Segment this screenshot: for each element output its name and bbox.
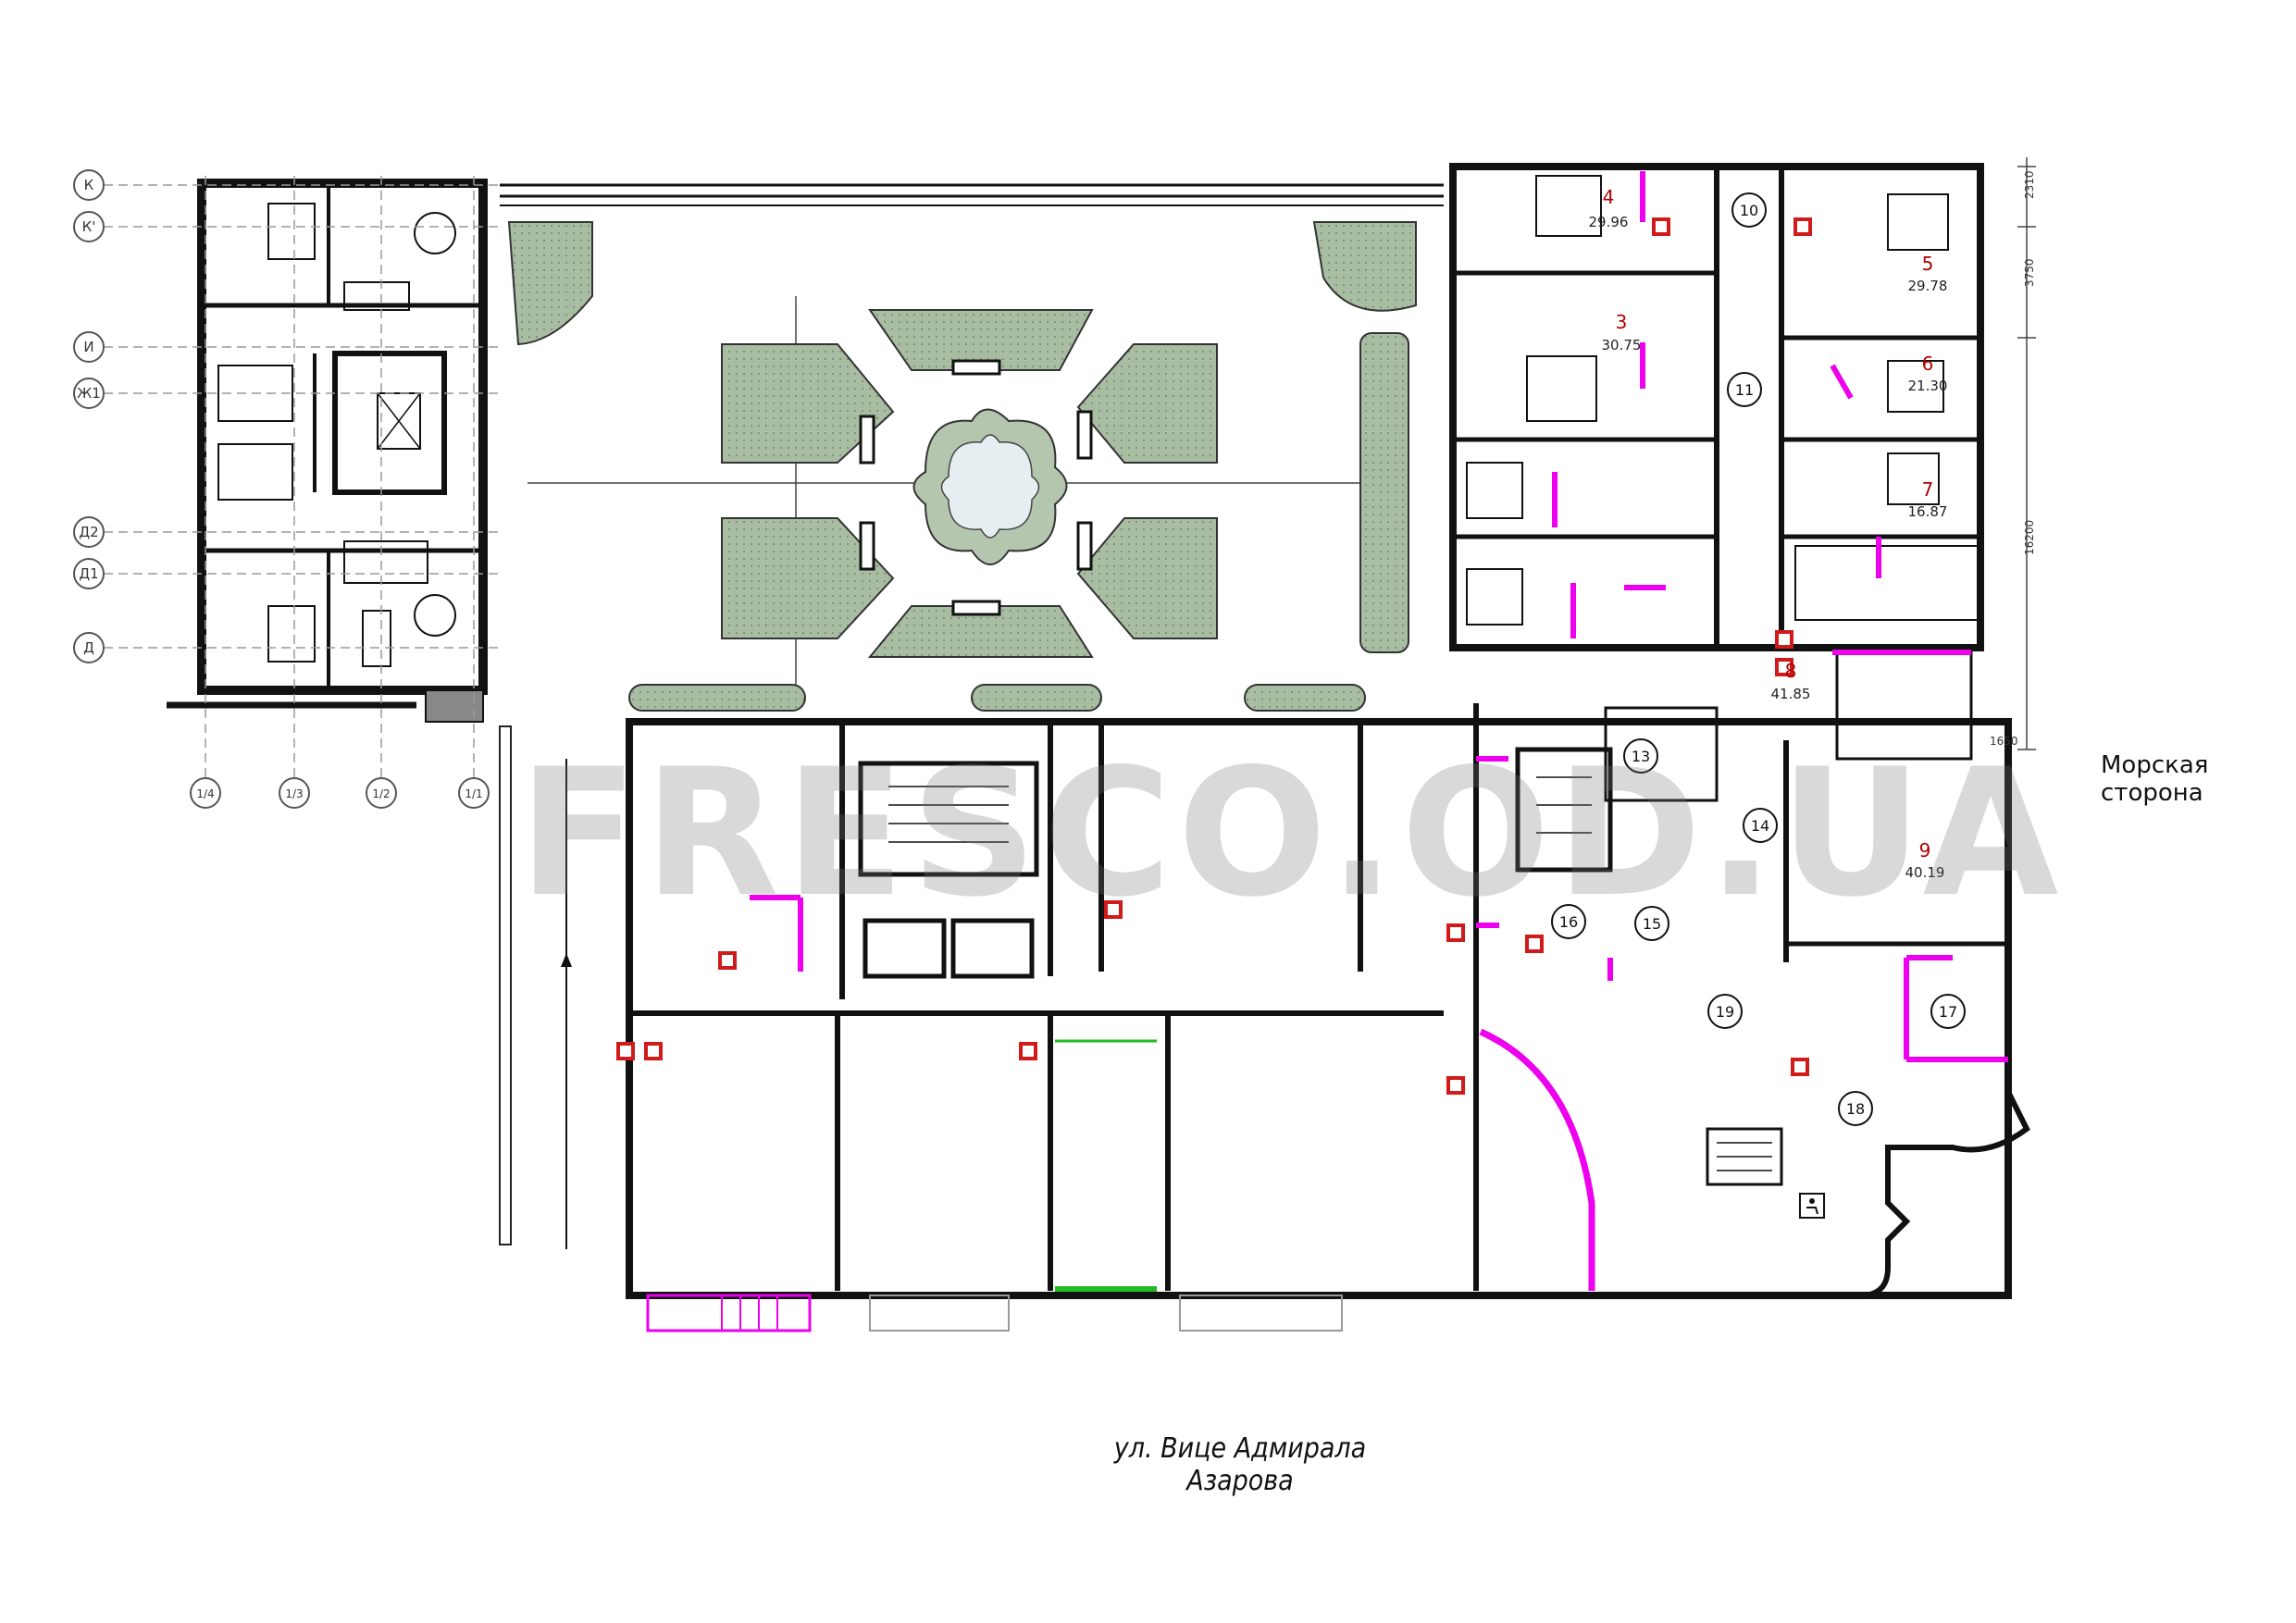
seaside-label: Морская сторона — [2101, 751, 2209, 807]
lower-block — [626, 703, 2030, 1332]
axis-row-k: К — [84, 177, 94, 193]
room-10: 10 — [1740, 202, 1758, 219]
room-14: 14 — [1751, 817, 1769, 835]
dimension-lines — [2017, 157, 2036, 750]
accessibility-icon — [1799, 1193, 1825, 1219]
room-13: 13 — [1632, 748, 1650, 765]
unit-number-6: 6 — [1922, 353, 1934, 375]
axis-labels: К К' И Ж1 Д2 Д1 Д 1/4 1/3 1/2 1/1 — [77, 177, 483, 800]
axis-row-d2: Д2 — [79, 524, 98, 540]
axis-row-k2: К' — [82, 218, 96, 235]
unit-area-4: 29.96 — [1589, 214, 1629, 230]
dim-2310: 2310 — [2023, 170, 2036, 199]
unit-area-9: 40.19 — [1905, 864, 1945, 881]
watermark: FRESCO.OD.UA — [518, 731, 2065, 935]
unit-number-4: 4 — [1603, 186, 1615, 208]
left-wing — [167, 179, 488, 723]
room-15: 15 — [1643, 915, 1661, 933]
axis-col-1-3: 1/3 — [285, 787, 303, 800]
dim-16200: 16200 — [2023, 520, 2036, 555]
courtyard — [499, 183, 1444, 1249]
axis-col-1-4: 1/4 — [196, 787, 214, 800]
dim-1650: 1650 — [1990, 735, 2018, 748]
room-11: 11 — [1735, 381, 1754, 399]
axis-col-1-1: 1/1 — [465, 787, 482, 800]
room-circle-labels: 10 11 13 14 15 16 17 18 19 — [1559, 202, 1957, 1118]
room-18: 18 — [1846, 1100, 1865, 1118]
right-wing — [1449, 163, 1984, 761]
room-19: 19 — [1716, 1003, 1734, 1021]
unit-number-5: 5 — [1922, 253, 1934, 275]
unit-number-3: 3 — [1616, 311, 1628, 333]
axis-row-zh1: Ж1 — [77, 385, 101, 402]
unit-area-7: 16.87 — [1908, 503, 1948, 520]
unit-number-7: 7 — [1922, 478, 1934, 501]
axis-row-i: И — [83, 339, 93, 355]
unit-labels: 4 29.96 3 30.75 5 29.78 6 21.30 7 16.87 … — [1589, 186, 1948, 881]
unit-area-8: 41.85 — [1771, 686, 1811, 702]
axis-markers — [73, 169, 490, 809]
axis-lines — [104, 176, 500, 777]
dim-3750: 3750 — [2023, 258, 2036, 287]
dimension-labels: 2310 3750 16200 1650 — [1990, 170, 2036, 748]
street-label: ул. Вице Адмирала Азарова — [1113, 1432, 1367, 1497]
unit-area-6: 21.30 — [1908, 378, 1948, 394]
axis-row-d: Д — [83, 639, 94, 656]
axis-col-1-2: 1/2 — [372, 787, 390, 800]
axis-row-d1: Д1 — [79, 565, 98, 582]
room-16: 16 — [1559, 913, 1578, 931]
room-17: 17 — [1939, 1003, 1957, 1021]
unit-number-8: 8 — [1785, 660, 1797, 682]
room-circles — [1551, 192, 1966, 1126]
unit-area-3: 30.75 — [1602, 337, 1642, 353]
unit-area-5: 29.78 — [1908, 278, 1948, 294]
utility-markers — [616, 217, 1812, 1095]
unit-number-9: 9 — [1919, 839, 1931, 861]
